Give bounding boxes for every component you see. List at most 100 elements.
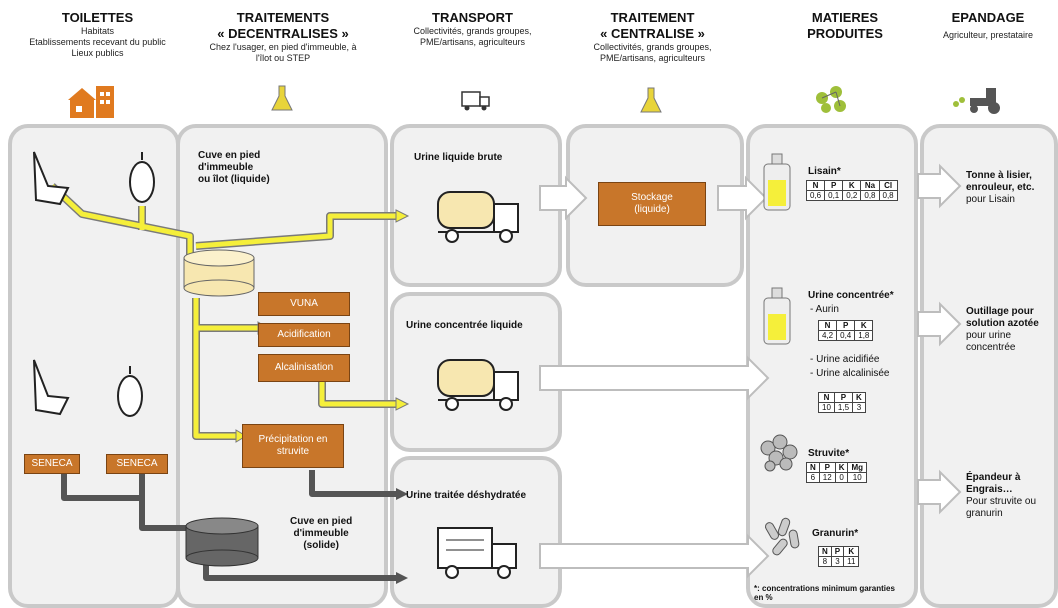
header-epandage-line-1: Agriculteur, prestataire bbox=[942, 30, 1034, 40]
flask-icon-centralise bbox=[640, 87, 662, 113]
tanker-truck-icon-2 bbox=[437, 359, 519, 411]
epandage-tonne-bold-2: enrouleur, etc. bbox=[966, 182, 1035, 193]
arrow-struvite-to-epandage bbox=[917, 469, 962, 515]
panel-epandage bbox=[920, 124, 1058, 608]
lisain-v-4: 0,8 bbox=[878, 190, 898, 201]
arrow-lisain-to-epandage bbox=[917, 163, 962, 209]
bottle-icon bbox=[763, 153, 791, 211]
header-toilettes-line-3: Lieux publics bbox=[71, 48, 124, 58]
aurin-h-2: K bbox=[854, 320, 874, 331]
label-cuve-liquide-line-1: Cuve en pied bbox=[198, 150, 261, 161]
struvite-v-0: 6 bbox=[806, 472, 820, 483]
aurin-h-1: P bbox=[836, 320, 856, 331]
arrow-concentree-to-epandage bbox=[917, 301, 962, 347]
header-transport: TRANSPORT Collectivités, grands groupes,… bbox=[385, 10, 560, 48]
struvite-h-3: Mg bbox=[847, 462, 868, 473]
product-granurin-name: Granurin* bbox=[812, 528, 859, 539]
granurin-h-0: N bbox=[818, 546, 832, 557]
lisain-h-2: K bbox=[842, 180, 862, 191]
struvite-h-0: N bbox=[806, 462, 820, 473]
footnote: *: concentrations minimum garanties en % bbox=[754, 584, 895, 602]
epandage-tonne-normal-1: pour Lisain bbox=[966, 194, 1015, 205]
epandage-outillage: Outillage pour solution azotée pour urin… bbox=[966, 306, 1039, 354]
epandage-epandeur-bold-2: Engrais… bbox=[966, 484, 1013, 495]
granurin-granules-icon bbox=[765, 517, 800, 556]
arrow-solid-to-truck bbox=[396, 572, 408, 584]
header-transport-line-2: PME/artisans, agriculteurs bbox=[419, 37, 526, 47]
arrow-to-truck-concentree bbox=[395, 397, 410, 411]
label-cuve-solide-line-1: Cuve en pied bbox=[290, 516, 353, 527]
box-seneca-2: SENECA bbox=[106, 454, 168, 474]
product-lisain-name: Lisain* bbox=[808, 166, 841, 177]
aurin-v-1: 0,4 bbox=[836, 330, 856, 341]
header-toilettes-title: TOILETTES bbox=[61, 10, 134, 25]
header-decentralises-line-2: l'îlot ou STEP bbox=[255, 53, 311, 63]
box-precipitation-line-2: struvite bbox=[276, 446, 310, 457]
header-toilettes: TOILETTES Habitats Etablissements receva… bbox=[0, 10, 195, 59]
epandage-epandeur: Épandeur à Engrais… Pour struvite ou gra… bbox=[966, 472, 1036, 520]
footnote-line-2: en % bbox=[754, 593, 773, 602]
header-matieres: MATIERES PRODUITES bbox=[770, 10, 920, 42]
header-toilettes-line-2: Etablissements recevant du public bbox=[29, 37, 166, 47]
product-urine-acidifiee: - Urine acidifiée bbox=[810, 354, 880, 365]
lisain-h-4: Cl bbox=[878, 180, 898, 191]
struvite-v-2: 0 bbox=[834, 472, 849, 483]
aurin-v-2: 1,8 bbox=[854, 330, 874, 341]
arrow-to-truck-deshydratee bbox=[396, 488, 408, 500]
bottle-icon-2 bbox=[763, 287, 791, 345]
tanker-truck-icon bbox=[437, 191, 519, 243]
arrow-concentree-to-matieres bbox=[539, 355, 770, 401]
label-urine-deshydratee: Urine traitée déshydratée bbox=[406, 490, 527, 501]
header-matieres-title-1: MATIERES bbox=[811, 10, 879, 25]
label-cuve-solide: Cuve en pied d'immeuble (solide) bbox=[290, 516, 352, 552]
label-urine-brute: Urine liquide brute bbox=[414, 152, 503, 163]
granurin-v-1: 3 bbox=[830, 556, 845, 567]
header-centralise-title-1: TRAITEMENT bbox=[610, 10, 695, 25]
epandage-outillage-bold-2: solution azotée bbox=[966, 318, 1039, 329]
box-precipitation-line-1: Précipitation en bbox=[258, 434, 328, 445]
header-epandage: EPANDAGE Agriculteur, prestataire bbox=[918, 10, 1058, 41]
epandage-outillage-normal-1: pour urine bbox=[966, 330, 1012, 341]
struvite-v-1: 12 bbox=[818, 472, 836, 483]
toilet-icon bbox=[33, 151, 70, 416]
aurin-h-0: N bbox=[817, 320, 838, 331]
hollow-arrows bbox=[539, 163, 962, 579]
product-urine-concentree-name: Urine concentrée* bbox=[808, 290, 894, 301]
lisain-h-0: N bbox=[805, 180, 826, 191]
header-matieres-title-2: PRODUITES bbox=[807, 26, 883, 41]
box-seneca-1: SENECA bbox=[24, 454, 80, 474]
box-stockage-line-1: Stockage bbox=[631, 192, 673, 203]
urine2-v-1: 1,5 bbox=[833, 402, 854, 413]
arrow-centralise-to-matieres bbox=[717, 175, 768, 221]
epandage-epandeur-normal-1: Pour struvite ou bbox=[966, 496, 1037, 507]
liquid-tank-icon bbox=[183, 249, 255, 297]
box-precipitation: Précipitation en struvite bbox=[242, 424, 344, 468]
label-cuve-solide-line-2: d'immeuble bbox=[293, 528, 349, 539]
struvite-v-3: 10 bbox=[847, 472, 868, 483]
label-urine-concentree: Urine concentrée liquide bbox=[406, 320, 523, 331]
label-cuve-liquide-line-3: ou îlot (liquide) bbox=[198, 174, 270, 185]
arrow-to-truck-brute bbox=[395, 209, 410, 223]
header-decentralises: TRAITEMENTS « DECENTRALISES » Chez l'usa… bbox=[183, 10, 383, 64]
label-cuve-liquide-line-2: d'immeuble bbox=[198, 162, 254, 173]
aurin-v-0: 4,2 bbox=[817, 330, 838, 341]
footnote-line-1: *: concentrations minimum garanties bbox=[754, 584, 895, 593]
header-centralise-line-2: PME/artisans, agriculteurs bbox=[599, 53, 706, 63]
header-toilettes-line-1: Habitats bbox=[80, 26, 115, 36]
tractor-icon bbox=[953, 88, 1000, 114]
granurin-v-2: 11 bbox=[843, 556, 860, 567]
label-cuve-solide-line-3: (solide) bbox=[303, 540, 339, 551]
molecules-icon bbox=[816, 86, 846, 113]
epandage-epandeur-normal-2: granurin bbox=[966, 508, 1003, 519]
box-acidification: Acidification bbox=[258, 323, 350, 347]
header-decentralises-title-2: « DECENTRALISES » bbox=[217, 26, 349, 41]
header-transport-line-1: Collectivités, grands groupes, bbox=[413, 26, 532, 36]
urine2-h-1: P bbox=[833, 392, 854, 403]
header-decentralises-title-1: TRAITEMENTS bbox=[236, 10, 330, 25]
box-alcalinisation: Alcalinisation bbox=[258, 354, 350, 382]
lisain-v-2: 0,2 bbox=[842, 190, 862, 201]
